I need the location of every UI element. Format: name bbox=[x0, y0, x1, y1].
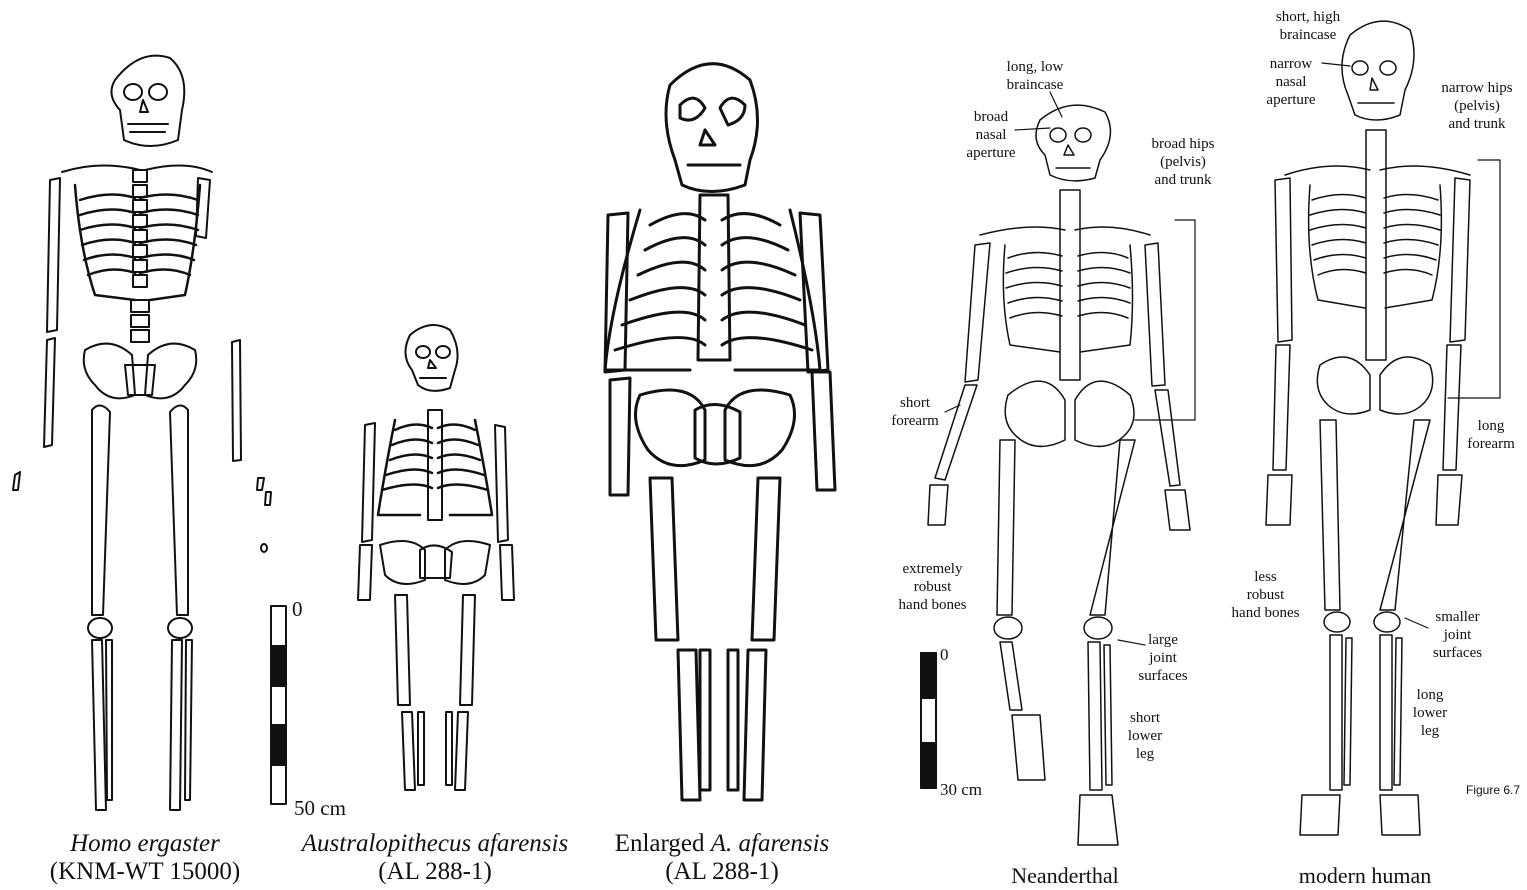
modern-joints-label: smaller joint surfaces bbox=[1420, 608, 1495, 662]
caption-enlarged-sub: (AL 288-1) bbox=[597, 858, 847, 886]
caption-homo-ergaster: Homo ergaster (KNM-WT 15000) bbox=[30, 830, 260, 886]
caption-au-afarensis-name: Australopithecus afarensis bbox=[302, 830, 568, 857]
enlarged-afarensis-skeleton bbox=[605, 64, 835, 800]
au-afarensis-skeleton bbox=[358, 325, 514, 790]
caption-au-afarensis-sub: (AL 288-1) bbox=[280, 858, 590, 886]
caption-enlarged-afarensis: Enlarged A. afarensis (AL 288-1) bbox=[597, 830, 847, 886]
caption-modern-human: modern human bbox=[1280, 862, 1450, 890]
neanderthal-hips-label: broad hips (pelvis) and trunk bbox=[1138, 135, 1228, 189]
neanderthal-leg-label: short lower leg bbox=[1115, 709, 1175, 763]
modern-hips-label: narrow hips (pelvis) and trunk bbox=[1428, 79, 1526, 133]
caption-neanderthal: Neanderthal bbox=[990, 862, 1140, 890]
caption-au-afarensis: Australopithecus afarensis (AL 288-1) bbox=[280, 830, 590, 886]
scale-bar-30cm bbox=[921, 653, 936, 788]
neanderthal-forearm-label: short forearm bbox=[880, 394, 950, 430]
caption-homo-ergaster-name: Homo ergaster bbox=[70, 830, 220, 857]
modern-braincase-label: short, high braincase bbox=[1262, 8, 1354, 44]
figure-number-label: Figure 6.7 bbox=[1466, 783, 1520, 797]
scale-bar-50cm bbox=[271, 606, 286, 804]
scale2-top-label: 0 bbox=[940, 644, 949, 666]
scale2-bottom-label: 30 cm bbox=[940, 779, 982, 801]
neanderthal-joints-label: large joint surfaces bbox=[1128, 631, 1198, 685]
scale1-top-label: 0 bbox=[292, 598, 303, 620]
caption-modern-human-name: modern human bbox=[1280, 862, 1450, 890]
caption-enlarged-name: A. afarensis bbox=[711, 830, 830, 857]
scale1-bottom-label: 50 cm bbox=[294, 797, 346, 819]
caption-neanderthal-name: Neanderthal bbox=[990, 862, 1140, 890]
caption-enlarged-prefix: Enlarged bbox=[615, 830, 711, 857]
modern-forearm-label: long forearm bbox=[1457, 417, 1525, 453]
neanderthal-hand-label: extremely robust hand bones bbox=[885, 560, 980, 614]
neanderthal-nasal-label: broad nasal aperture bbox=[955, 108, 1027, 162]
homo-ergaster-skeleton bbox=[13, 56, 271, 810]
modern-leg-label: long lower leg bbox=[1400, 686, 1460, 740]
neanderthal-braincase-label: long, low braincase bbox=[995, 58, 1075, 94]
modern-nasal-label: narrow nasal aperture bbox=[1255, 55, 1327, 109]
modern-hand-label: less robust hand bones bbox=[1218, 568, 1313, 622]
caption-homo-ergaster-sub: (KNM-WT 15000) bbox=[30, 858, 260, 886]
